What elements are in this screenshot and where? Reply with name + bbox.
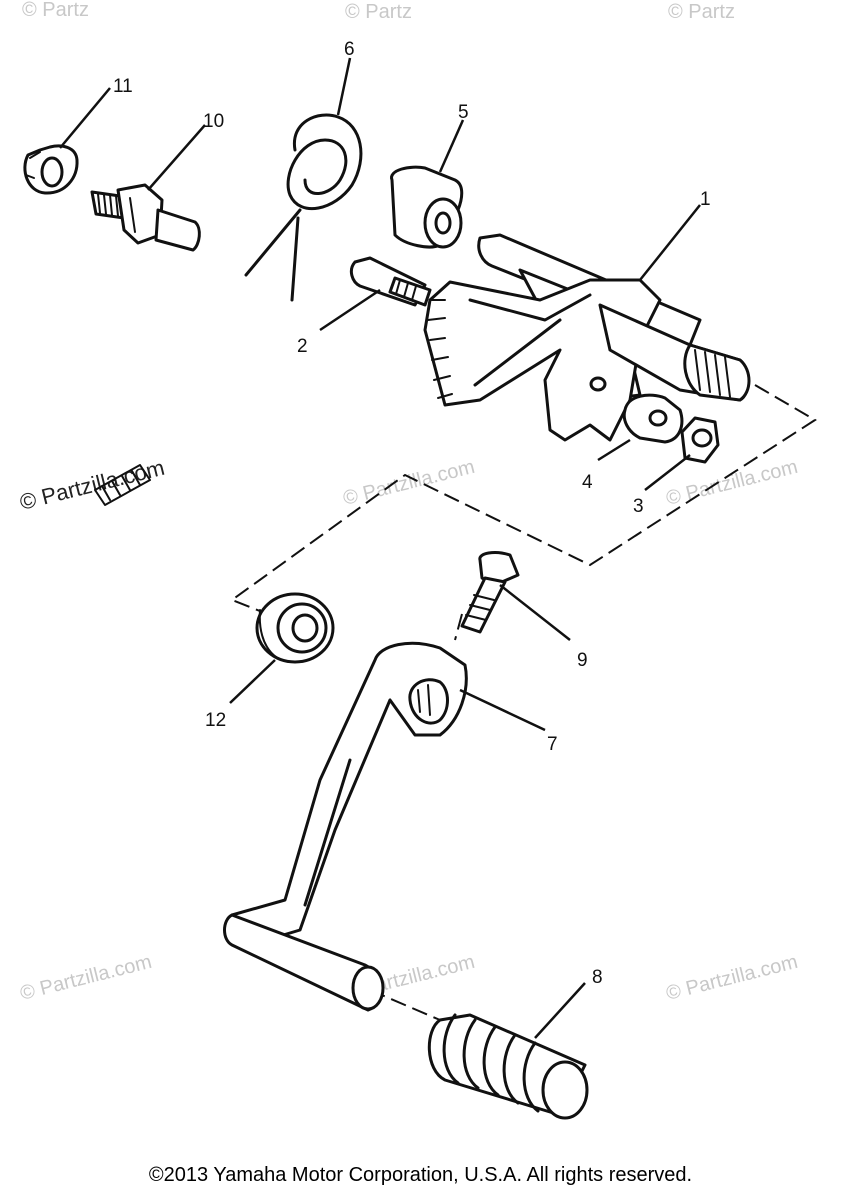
leader-lines [59, 57, 701, 1039]
callout-5: 5 [458, 102, 469, 123]
part-6-spring [244, 113, 363, 302]
callout-7: 7 [547, 734, 558, 755]
callout-11: 11 [113, 76, 133, 97]
watermark-right-mid: © Partzilla.com [664, 456, 800, 510]
part-3-nut [680, 416, 720, 464]
callout-10: 10 [203, 111, 224, 132]
watermark-center-mid: © Partzilla.com [341, 456, 477, 510]
part-10-pin [90, 183, 201, 252]
watermark-top-center: © Partz [345, 1, 412, 23]
callout-8: 8 [592, 967, 603, 988]
watermarks: © Partz © Partz © Partz © Partzilla.com … [17, 0, 800, 1005]
callout-3: 3 [633, 496, 644, 517]
callout-4: 4 [582, 472, 593, 493]
part-7-kick-crank [223, 641, 468, 1012]
part-1-shaft-assembly [423, 233, 751, 442]
watermark-left-bottom: © Partzilla.com [18, 951, 154, 1005]
callout-1: 1 [700, 189, 711, 210]
part-8-rubber-grip [427, 1013, 589, 1120]
watermark-right-bottom: © Partzilla.com [664, 951, 800, 1005]
watermark-top-left: © Partz [22, 0, 89, 21]
watermark-top-right: © Partz [668, 1, 735, 23]
copyright-notice: ©2013 Yamaha Motor Corporation, U.S.A. A… [148, 1164, 693, 1186]
callout-9: 9 [577, 650, 588, 671]
callout-6: 6 [344, 39, 355, 60]
part-12-oil-seal [255, 592, 335, 664]
part-9-bolt [460, 551, 520, 634]
part-2-pin [349, 256, 432, 307]
watermark-left-mid: © Partzilla.com [17, 455, 167, 515]
callout-numbers: 11 10 6 5 1 2 4 3 9 12 7 8 [113, 39, 711, 988]
part-11-washer [23, 144, 79, 195]
part-4-plate [622, 393, 684, 444]
callout-12: 12 [205, 710, 226, 731]
part-5-bushing [390, 165, 464, 249]
partzilla-logo [94, 464, 151, 506]
callout-2: 2 [297, 336, 308, 357]
